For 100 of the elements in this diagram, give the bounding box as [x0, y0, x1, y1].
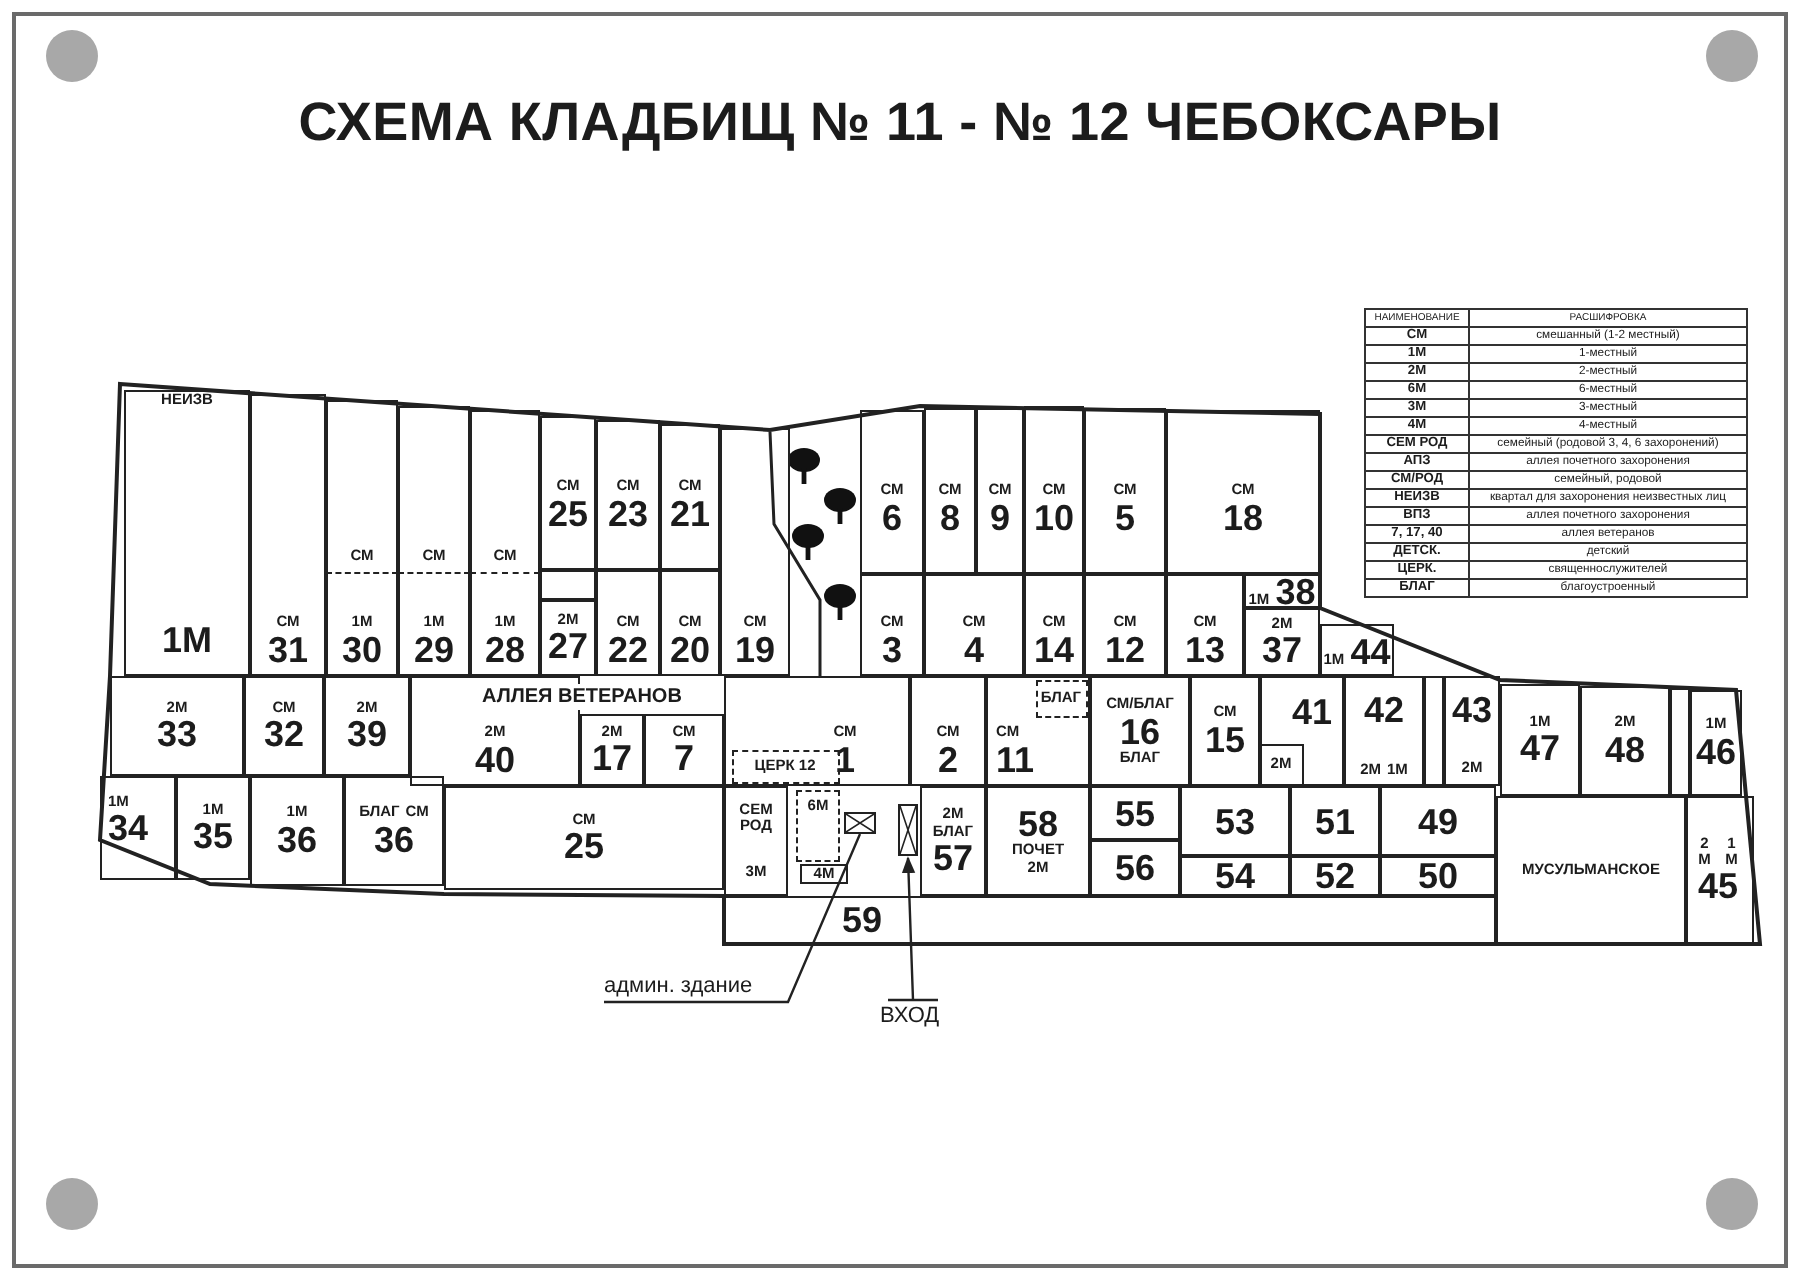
burial-section — [244, 676, 324, 776]
leader-line — [604, 833, 862, 1004]
burial-section — [1380, 786, 1496, 856]
burial-section — [1320, 624, 1394, 676]
burial-section — [724, 786, 788, 896]
burial-section — [580, 714, 644, 786]
section-number: 44 — [1350, 634, 1391, 670]
section-number: 17 — [591, 740, 633, 777]
section-number: 7 — [673, 740, 694, 777]
section-number: 40 — [474, 742, 516, 778]
section-number: 12 — [1104, 632, 1146, 668]
section-number: 53 — [1214, 803, 1256, 839]
burial-section — [470, 574, 540, 676]
section-number: 18 — [1222, 500, 1264, 536]
section-number: 13 — [1184, 632, 1226, 668]
section-number: 30 — [341, 632, 383, 668]
burial-section — [1190, 676, 1260, 786]
burial-section — [110, 676, 244, 776]
burial-section — [1244, 574, 1320, 608]
burial-section — [250, 394, 326, 676]
burial-section — [986, 786, 1090, 896]
section-number: 37 — [1261, 632, 1303, 669]
burial-section — [910, 676, 986, 786]
section-number: 11 — [996, 742, 1035, 778]
section-number: 34 — [108, 810, 149, 847]
burial-section — [1344, 676, 1424, 786]
burial-section — [398, 574, 470, 676]
section-number: 21 — [669, 496, 711, 532]
map-title: СХЕМА КЛАДБИЩ № 11 - № 12 ЧЕБОКСАРЫ — [296, 92, 1504, 154]
section-number: 19 — [734, 632, 776, 668]
section-number: 47 — [1519, 730, 1561, 767]
burial-section — [1260, 676, 1344, 786]
burial-section — [124, 390, 250, 676]
section-number: 38 — [1275, 573, 1316, 609]
burial-section — [660, 570, 720, 676]
section-number: 36 — [373, 821, 415, 858]
burial-section — [1166, 574, 1244, 676]
burial-section — [1180, 786, 1290, 856]
section-number: 29 — [413, 632, 455, 668]
burial-section — [924, 574, 1024, 676]
section-number: 1М — [161, 622, 212, 658]
section-number: 52 — [1314, 858, 1356, 894]
burial-section — [540, 600, 596, 676]
section-number: 58 — [1017, 805, 1059, 842]
section-number: 23 — [607, 496, 649, 532]
section-number: 22 — [607, 632, 649, 668]
burial-section — [1035, 679, 1087, 717]
section-number: 9 — [989, 500, 1010, 536]
burial-section — [1024, 574, 1084, 676]
burial-section — [596, 570, 660, 676]
burial-section — [250, 776, 344, 886]
section-number: 20 — [669, 632, 711, 668]
burial-section — [1024, 406, 1084, 574]
section-number: 25 — [563, 828, 605, 865]
section-number: 25 — [547, 496, 589, 532]
burial-section — [1090, 786, 1180, 840]
burial-section — [344, 776, 444, 886]
burial-section — [326, 574, 398, 676]
section-number: 45 — [1697, 868, 1739, 905]
burial-section — [1686, 796, 1754, 944]
burial-section — [1290, 856, 1380, 896]
burial-section — [924, 408, 976, 574]
section-number: 54 — [1214, 858, 1256, 894]
burial-section — [724, 676, 910, 786]
section-number: 55 — [1114, 795, 1156, 831]
empty-section — [540, 570, 596, 600]
burial-section — [920, 786, 986, 896]
burial-section — [1084, 408, 1166, 574]
section-number: 48 — [1604, 731, 1646, 768]
section-number: 43 — [1451, 692, 1493, 728]
empty-section — [1670, 688, 1690, 796]
burial-section — [540, 416, 596, 570]
burial-section — [1580, 686, 1670, 796]
section-number: 39 — [346, 716, 388, 753]
burial-section — [100, 776, 176, 880]
burial-section — [800, 864, 848, 884]
burial-section — [1290, 786, 1380, 856]
section-number: 10 — [1033, 500, 1075, 536]
burial-section — [1090, 840, 1180, 896]
burial-section — [1496, 796, 1686, 944]
burial-section — [796, 790, 840, 862]
section-number: 3 — [881, 632, 902, 668]
section-number: 33 — [156, 716, 198, 753]
burial-section — [1690, 690, 1742, 796]
section-number: 46 — [1695, 733, 1737, 770]
section-number: 49 — [1417, 803, 1459, 839]
burial-section — [398, 406, 470, 574]
section-number: 4 — [963, 632, 984, 668]
section-number: 36 — [276, 821, 318, 858]
burial-section — [1090, 676, 1190, 786]
burial-section — [720, 428, 790, 676]
burial-section — [1444, 676, 1500, 786]
section-number: 15 — [1204, 721, 1246, 758]
section-number: 5 — [1114, 500, 1135, 536]
section-number: 56 — [1114, 850, 1156, 886]
section-number: 6 — [881, 500, 902, 536]
section-number: 42 — [1363, 692, 1405, 728]
burial-section — [1259, 743, 1303, 785]
section-number: 32 — [263, 716, 305, 753]
burial-section — [724, 896, 1496, 944]
